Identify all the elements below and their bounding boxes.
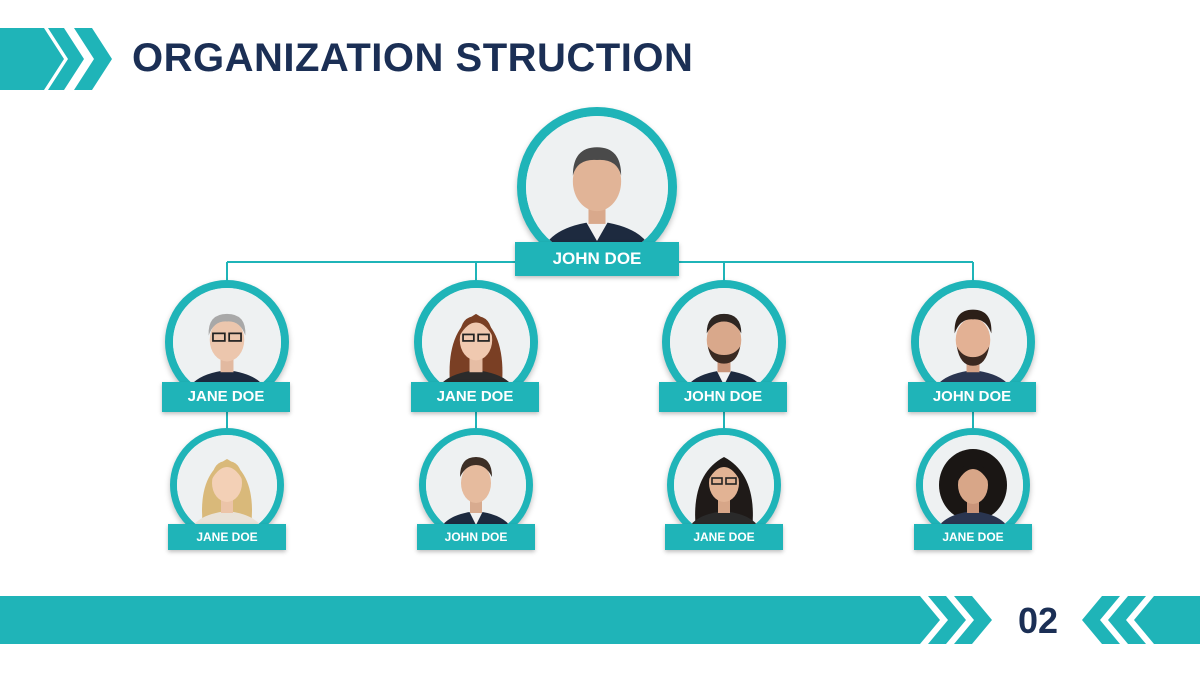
avatar [674,435,774,535]
org-node-name: JANE DOE [411,382,539,412]
avatar [923,435,1023,535]
org-node-name: JANE DOE [914,524,1032,550]
header-chevron-banner [0,28,112,90]
page-title: ORGANIZATION STRUCTION [132,36,694,80]
org-node-level3-2: JOHN DOE [417,428,535,550]
avatar [177,435,277,535]
org-node-level3-3: JANE DOE [665,428,783,550]
avatar [426,435,526,535]
org-node-name: JOHN DOE [417,524,535,550]
org-node-level2-1: JANE DOE [162,280,290,412]
page-number: 02 [1018,600,1059,641]
org-node-name: JANE DOE [665,524,783,550]
org-node-root: JOHN DOE [515,107,679,276]
avatar [173,288,281,396]
org-node-name: JOHN DOE [515,242,679,276]
org-node-name: JANE DOE [168,524,286,550]
org-node-name: JANE DOE [162,382,290,412]
avatar [422,288,530,396]
org-node-name: JOHN DOE [659,382,787,412]
org-node-level3-1: JANE DOE [168,428,286,550]
org-node-level2-4: JOHN DOE [908,280,1036,412]
avatar [670,288,778,396]
org-node-level2-3: JOHN DOE [659,280,787,412]
org-node-level2-2: JANE DOE [411,280,539,412]
org-node-name: JOHN DOE [908,382,1036,412]
footer-band [0,596,1200,644]
avatar [526,116,668,258]
org-node-level3-4: JANE DOE [914,428,1032,550]
avatar [919,288,1027,396]
